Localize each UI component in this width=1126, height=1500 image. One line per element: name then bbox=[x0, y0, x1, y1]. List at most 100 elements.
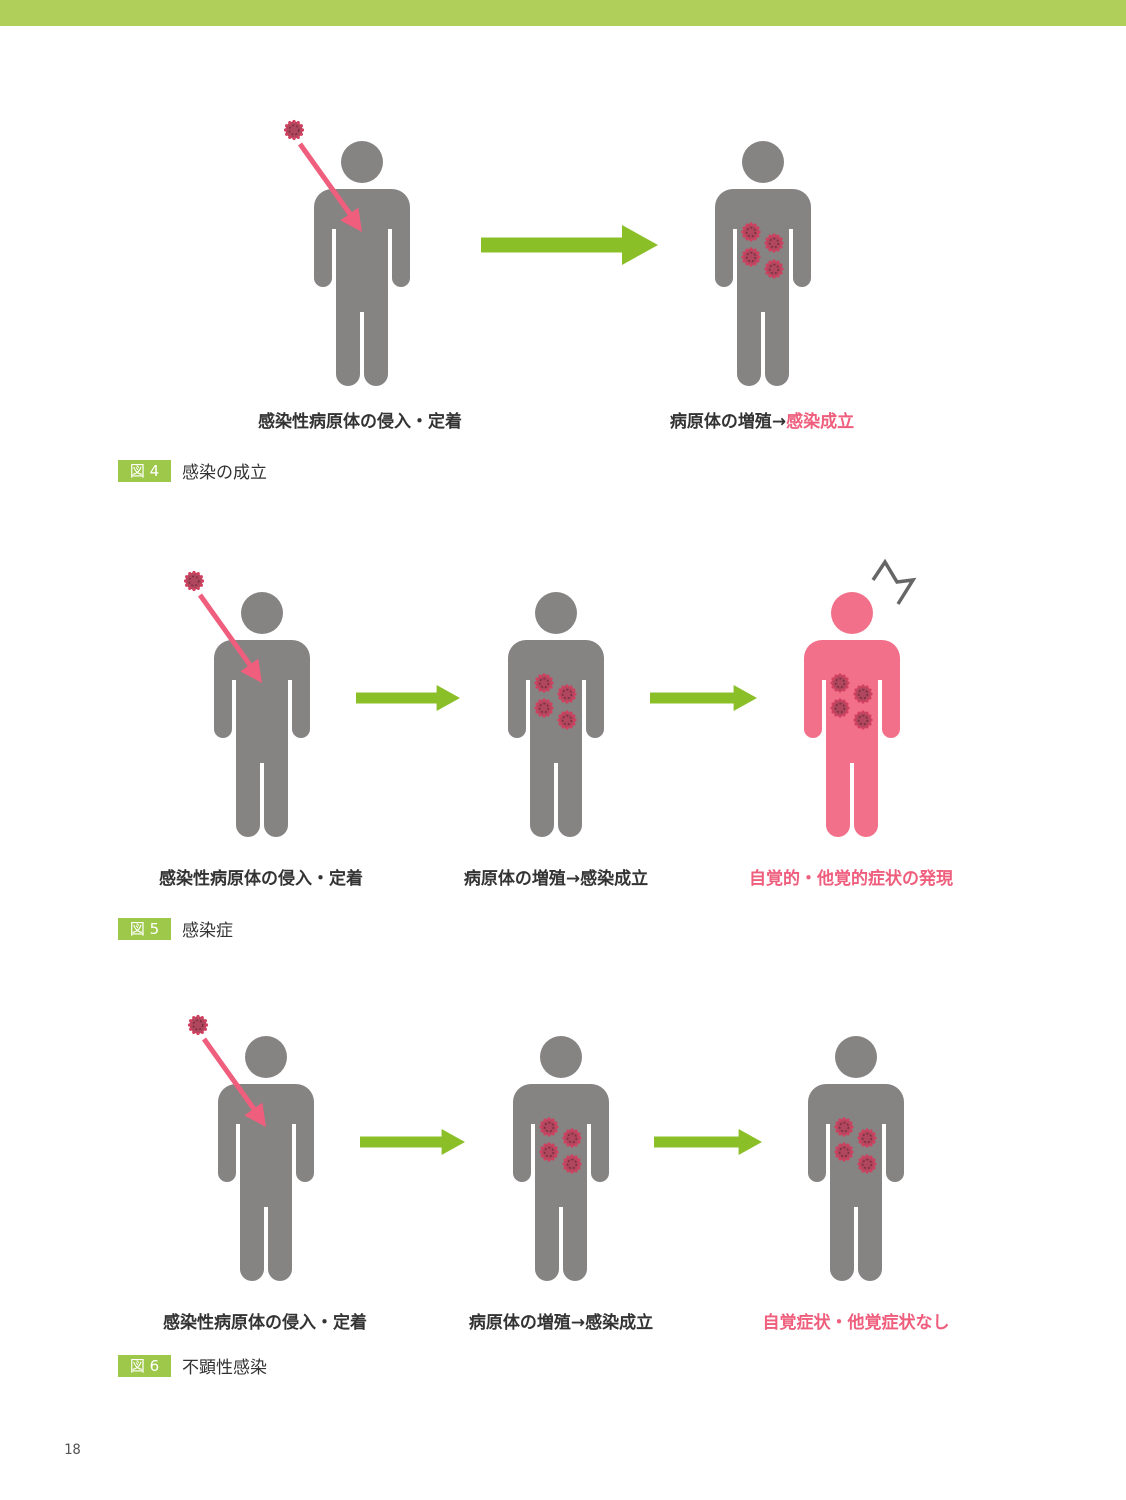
virus-spike bbox=[834, 688, 838, 692]
virus-spike bbox=[557, 692, 561, 696]
virus-spike bbox=[854, 722, 858, 726]
virus-spike bbox=[835, 1129, 839, 1133]
arrow-shaft bbox=[481, 237, 624, 253]
virus-body bbox=[541, 1144, 557, 1160]
virus-spike bbox=[563, 1158, 567, 1162]
virus-spike bbox=[869, 1155, 873, 1159]
virus-icon bbox=[764, 259, 784, 279]
person-left-leg bbox=[240, 1177, 264, 1281]
virus-spike bbox=[566, 1143, 570, 1147]
virus-spike bbox=[299, 132, 303, 136]
virus-spike bbox=[768, 234, 772, 238]
invasion-arrow bbox=[197, 593, 258, 674]
virus-body bbox=[743, 249, 759, 265]
virus-spike bbox=[854, 714, 858, 718]
virus-spike bbox=[842, 1158, 846, 1162]
virus-spike bbox=[850, 1150, 854, 1154]
virus-spike bbox=[742, 234, 746, 238]
virus-spike bbox=[857, 699, 861, 703]
person-figure bbox=[715, 141, 811, 386]
virus-spike bbox=[558, 696, 562, 700]
virus-spike bbox=[561, 699, 565, 703]
person-figure bbox=[804, 592, 900, 837]
arrow-shaft bbox=[650, 692, 735, 704]
virus-body bbox=[564, 1156, 580, 1172]
virus-core bbox=[861, 1158, 873, 1170]
virus-spike bbox=[196, 572, 200, 576]
virus-core bbox=[543, 1121, 555, 1133]
virus-core bbox=[768, 263, 780, 275]
virus-spike bbox=[538, 699, 542, 703]
virus-spike bbox=[831, 702, 835, 706]
virus-body bbox=[766, 235, 782, 251]
progress-arrow bbox=[481, 225, 658, 265]
virus-core bbox=[538, 702, 550, 714]
virus-core bbox=[561, 714, 573, 726]
virus-spike bbox=[741, 230, 745, 234]
virus-spike bbox=[865, 725, 869, 729]
virus-spike bbox=[753, 262, 757, 266]
virus-body bbox=[189, 1016, 207, 1034]
virus-spike bbox=[538, 713, 542, 717]
virus-spike bbox=[861, 700, 865, 704]
invasion-arrowhead bbox=[240, 658, 262, 683]
virus-spike bbox=[542, 714, 546, 718]
virus-spike bbox=[535, 710, 539, 714]
virus-spike bbox=[868, 722, 872, 726]
person-right-arm bbox=[886, 1097, 904, 1182]
virus-spike bbox=[838, 673, 842, 677]
virus-spike bbox=[857, 685, 861, 689]
person-head bbox=[241, 592, 283, 634]
label-highlight: 感染成立 bbox=[786, 412, 855, 432]
arrow-shaft bbox=[654, 1136, 740, 1148]
virus-spike bbox=[858, 1166, 862, 1170]
virus-spike bbox=[574, 1129, 578, 1133]
person-head bbox=[540, 1036, 582, 1078]
invasion-arrowhead bbox=[244, 1102, 266, 1127]
virus-body bbox=[836, 1144, 852, 1160]
virus-icon bbox=[834, 1142, 854, 1162]
virus-spike bbox=[188, 572, 192, 576]
virus-spike bbox=[549, 685, 553, 689]
virus-spike bbox=[543, 1143, 547, 1147]
virus-core bbox=[288, 124, 300, 136]
virus-core bbox=[857, 688, 869, 700]
virus-spike bbox=[551, 1157, 555, 1161]
virus-spike bbox=[199, 583, 203, 587]
virus-body bbox=[564, 1130, 580, 1146]
virus-spike bbox=[569, 699, 573, 703]
virus-spike bbox=[772, 275, 776, 279]
virus-body bbox=[855, 712, 871, 728]
person-right-arm bbox=[292, 653, 310, 738]
virus-icon bbox=[830, 673, 850, 693]
virus-spike bbox=[865, 1154, 869, 1158]
person-right-arm bbox=[882, 653, 900, 738]
virus-spike bbox=[283, 128, 288, 132]
virus-spike bbox=[838, 689, 842, 693]
person-left-arm bbox=[214, 653, 232, 738]
label-proliferation: 病原体の増殖→感染成立 bbox=[670, 407, 854, 432]
virus-spike bbox=[199, 575, 203, 579]
virus-spike bbox=[551, 1132, 555, 1136]
virus-spike bbox=[570, 1154, 574, 1158]
person-left-arm bbox=[513, 1097, 531, 1182]
virus-spike bbox=[535, 685, 539, 689]
figure-number: 図 5 bbox=[118, 917, 171, 940]
label-proliferation: 病原体の増殖→感染成立 bbox=[468, 1313, 654, 1333]
virus-icon bbox=[183, 570, 205, 592]
virus-spike bbox=[550, 706, 554, 710]
virus-spike bbox=[554, 1146, 558, 1150]
virus-spike bbox=[854, 688, 858, 692]
virus-spike bbox=[749, 247, 753, 251]
virus-body bbox=[832, 675, 848, 691]
virus-spike bbox=[776, 234, 780, 238]
virus-spike bbox=[749, 222, 753, 226]
person-right-leg bbox=[854, 733, 878, 837]
virus-spike bbox=[742, 259, 746, 263]
virus-icon bbox=[764, 233, 784, 253]
virus-icon bbox=[853, 710, 873, 730]
virus-spike bbox=[868, 696, 872, 700]
virus-core bbox=[838, 1121, 850, 1133]
